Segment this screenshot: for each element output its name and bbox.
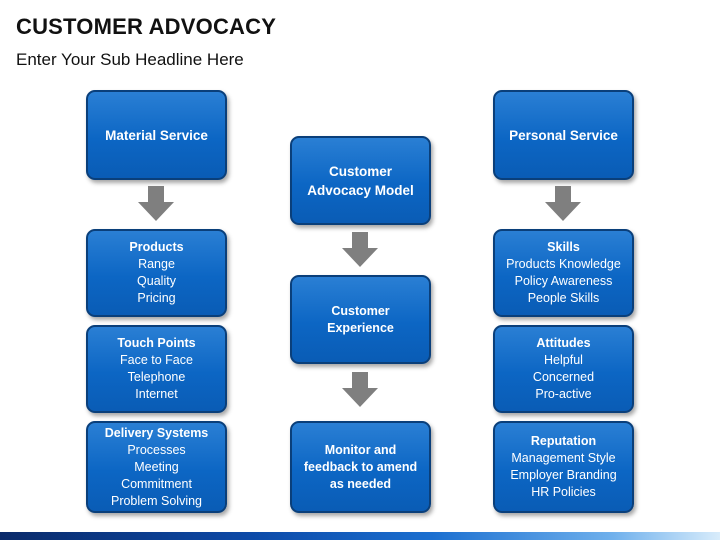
monitor-feedback-line: as needed	[329, 476, 392, 491]
delivery-systems-title: Delivery Systems	[104, 425, 209, 440]
personal-service-label: Personal Service	[509, 127, 618, 143]
reputation-line: Employer Branding	[510, 468, 617, 482]
products-box: Products Range Quality Pricing	[86, 229, 227, 317]
delivery-systems-line: Problem Solving	[110, 493, 202, 508]
customer-experience-line: Experience	[327, 320, 394, 335]
delivery-systems-line: Commitment	[121, 476, 192, 491]
customer-experience-box: Customer Experience	[290, 275, 431, 364]
reputation-title: Reputation	[530, 434, 597, 448]
attitudes-line: Helpful	[544, 353, 583, 367]
advocacy-model-box: Customer Advocacy Model	[290, 136, 431, 225]
delivery-systems-line: Meeting	[134, 459, 179, 474]
skills-line: People Skills	[527, 291, 600, 305]
skills-line: Policy Awareness	[514, 274, 613, 288]
advocacy-model-line: Advocacy Model	[307, 182, 414, 198]
skills-title: Skills	[547, 240, 580, 254]
touch-points-box: Touch Points Face to Face Telephone Inte…	[86, 325, 227, 413]
monitor-feedback-box: Monitor and feedback to amend as needed	[290, 421, 431, 513]
attitudes-title: Attitudes	[536, 336, 591, 350]
delivery-systems-box: Delivery Systems Processes Meeting Commi…	[86, 421, 227, 513]
material-service-label: Material Service	[105, 127, 208, 143]
attitudes-line: Pro-active	[535, 387, 592, 401]
skills-box: Skills Products Knowledge Policy Awarene…	[493, 229, 634, 317]
products-title: Products	[129, 240, 184, 254]
down-arrow-center-1	[342, 232, 378, 267]
attitudes-box: Attitudes Helpful Concerned Pro-active	[493, 325, 634, 413]
monitor-feedback-line: feedback to amend	[303, 459, 418, 474]
products-line: Pricing	[137, 291, 176, 305]
delivery-systems-line: Processes	[127, 442, 186, 457]
material-service-box: Material Service	[86, 90, 227, 180]
page-subtitle: Enter Your Sub Headline Here	[16, 50, 244, 69]
touch-points-line: Internet	[135, 387, 178, 401]
touch-points-line: Telephone	[127, 370, 186, 384]
skills-line: Products Knowledge	[506, 257, 621, 271]
advocacy-model-line: Customer	[328, 163, 392, 179]
touch-points-title: Touch Points	[117, 336, 196, 350]
reputation-line: HR Policies	[531, 485, 596, 499]
down-arrow-left-1	[138, 186, 174, 221]
down-arrow-center-2	[342, 372, 378, 407]
footer-gradient-bar	[0, 532, 720, 540]
products-line: Range	[138, 257, 175, 271]
down-arrow-right-1	[545, 186, 581, 221]
products-line: Quality	[137, 274, 176, 288]
reputation-line: Management Style	[511, 451, 616, 465]
page-title: CUSTOMER ADVOCACY	[16, 14, 277, 39]
touch-points-line: Face to Face	[120, 353, 193, 367]
monitor-feedback-line: Monitor and	[324, 442, 397, 457]
reputation-box: Reputation Management Style Employer Bra…	[493, 421, 634, 513]
customer-experience-line: Customer	[331, 303, 390, 318]
attitudes-line: Concerned	[532, 370, 595, 384]
personal-service-box: Personal Service	[493, 90, 634, 180]
